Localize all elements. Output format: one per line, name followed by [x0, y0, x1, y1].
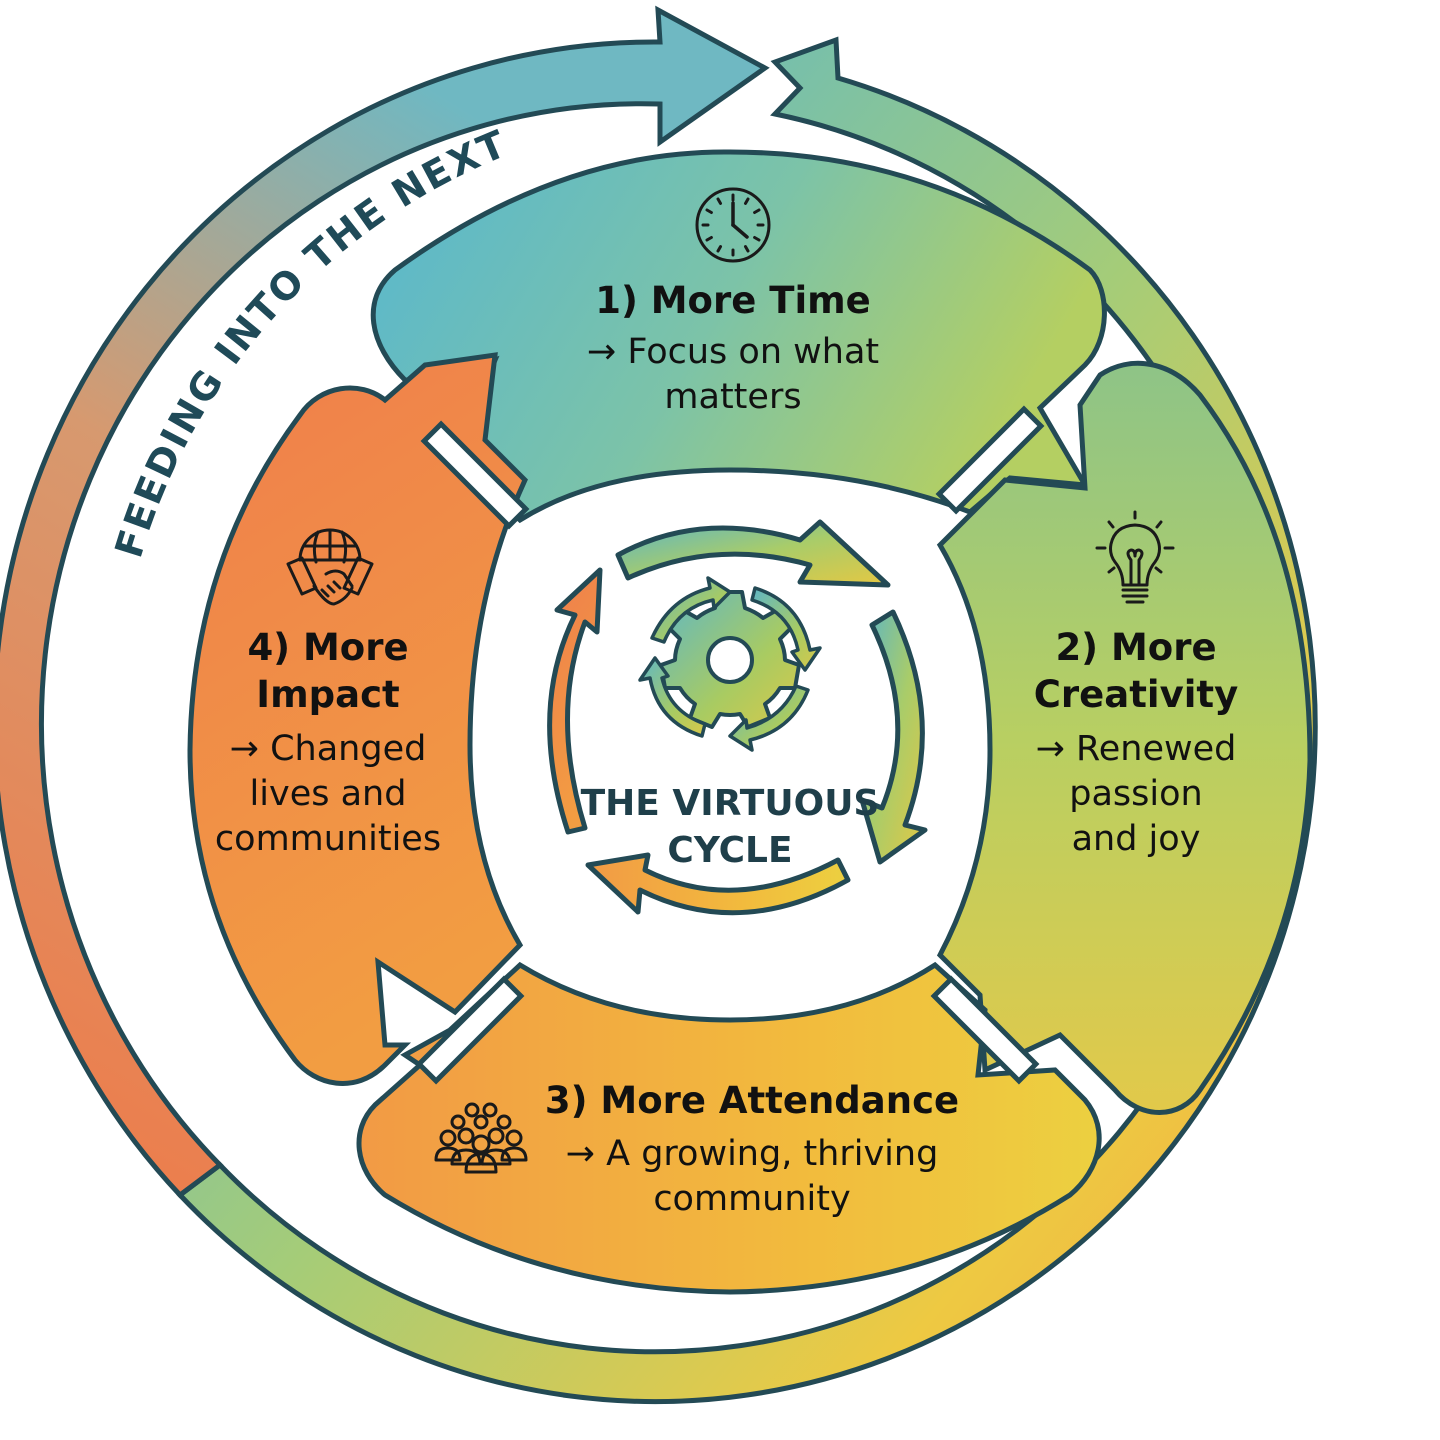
step-1-desc-line-1: → Focus on what [587, 332, 879, 372]
step-2-segment [936, 360, 1313, 1115]
step-2-desc-line-1: → Renewed [1036, 729, 1237, 769]
step-3-desc-line-2: community [653, 1179, 850, 1219]
step-3-segment [356, 961, 1102, 1295]
outer-ring-feeding-arrow [0, 5, 770, 1199]
step-4-title-line-2: Impact [256, 673, 399, 716]
step-2-desc-line-3: and joy [1072, 819, 1201, 859]
inner-arrow-left [547, 567, 603, 835]
step-4-desc-line-1: → Changed [230, 729, 427, 769]
step-1-segment [370, 149, 1107, 524]
step-3-title: 3) More Attendance [545, 1079, 959, 1122]
lightbulb-icon [1095, 510, 1175, 604]
gear-cycle-icon [638, 576, 822, 752]
step-4-segment [187, 352, 528, 1086]
step-2-title-line-1: 2) More [1055, 626, 1216, 669]
center-title-line-1: THE VIRTUOUS [581, 783, 880, 824]
crowd-icon [434, 1102, 528, 1174]
step-1-desc-line-2: matters [664, 377, 801, 417]
inner-arrow-right [859, 609, 928, 865]
step-4-desc-line-3: communities [215, 819, 441, 859]
segment-dividers [415, 405, 1045, 1085]
step-2-title-line-2: Creativity [1034, 673, 1238, 716]
step-1-title: 1) More Time [595, 279, 871, 322]
step-2-desc-line-2: passion [1069, 774, 1202, 814]
inner-arrow-top [615, 519, 891, 588]
clock-icon [695, 187, 771, 263]
inner-arrow-bottom [585, 852, 851, 916]
center-title-line-2: CYCLE [667, 830, 792, 871]
step-4-desc-line-2: lives and [250, 774, 407, 814]
globe-handshake-icon [286, 528, 374, 606]
step-3-desc-line-1: → A growing, thriving [566, 1134, 939, 1174]
step-4-title-line-1: 4) More [247, 626, 408, 669]
inner-cycle-arrows [547, 519, 928, 916]
